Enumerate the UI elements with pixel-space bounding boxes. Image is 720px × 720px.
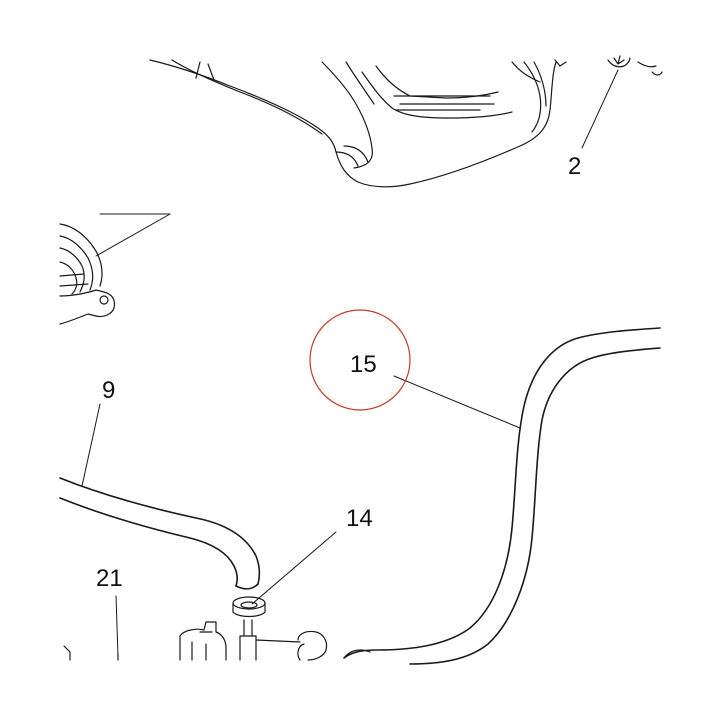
leader-21 [115,595,119,657]
tank-body-outline [149,59,567,188]
callout-2-label: 2 [568,153,581,180]
fitting-part-2 [607,55,663,76]
valve-assembly [63,619,371,661]
flange-housing [59,223,116,325]
leader-15 [393,375,521,429]
hose-part-9 [59,477,261,590]
callout-21-label: 21 [96,565,123,592]
callout-14-label: 14 [346,505,373,532]
leader-lines [81,69,619,657]
leader-flange [95,213,171,257]
hose-part-15 [343,327,661,665]
callout-9-label: 9 [102,377,115,404]
callout-15-highlight-circle [309,309,411,411]
clamp-part-14 [232,596,266,618]
callout-15-label: 15 [350,351,377,378]
leader-2 [581,69,619,149]
leader-14 [251,531,337,605]
leader-9 [81,403,101,487]
